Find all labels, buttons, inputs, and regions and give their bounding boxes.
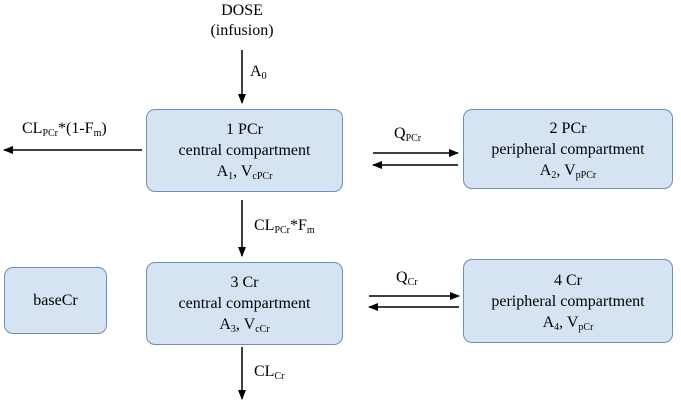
cr-peripheral-desc: peripheral compartment — [491, 292, 645, 310]
q-pcr-label: QPCr — [394, 125, 422, 144]
a0-label: A0 — [250, 63, 267, 82]
cr-peripheral-title: 4 Cr — [554, 271, 582, 289]
cl-cr-label: CLCr — [254, 363, 285, 382]
base-cr-box: baseCr — [4, 267, 107, 334]
q-cr-label: QCr — [396, 269, 418, 288]
cr-central-compartment: 3 Cr central compartment A3, VcCr — [146, 262, 343, 345]
pcr-peripheral-title: 2 PCr — [549, 119, 587, 137]
cr-central-desc: central compartment — [178, 295, 311, 312]
base-cr-label: baseCr — [33, 292, 78, 309]
dose-label: DOSE (infusion) — [196, 1, 288, 41]
conversion-label: CLPCr*Fm — [254, 217, 315, 236]
cr-central-title: 3 Cr — [230, 274, 259, 291]
dose-title: DOSE — [221, 2, 263, 19]
pcr-peripheral-params: A2, VpPCr — [539, 161, 597, 181]
pcr-central-params: A1, VcPCr — [216, 163, 273, 182]
cr-central-params: A3, VcCr — [219, 316, 270, 335]
dose-subtitle: (infusion) — [210, 22, 274, 39]
pcr-peripheral-compartment: 2 PCr peripheral compartment A2, VpPCr — [463, 109, 673, 189]
cr-peripheral-params: A4, VpCr — [542, 313, 594, 333]
pcr-central-compartment: 1 PCr central compartment A1, VcPCr — [146, 109, 343, 192]
cr-peripheral-compartment: 4 Cr peripheral compartment A4, VpCr — [463, 259, 673, 343]
cl-pcr-elimination-label: CLPCr*(1-Fm) — [22, 120, 107, 139]
pcr-central-desc: central compartment — [178, 142, 311, 159]
pcr-central-title: 1 PCr — [226, 121, 263, 138]
pcr-peripheral-desc: peripheral compartment — [491, 140, 645, 158]
